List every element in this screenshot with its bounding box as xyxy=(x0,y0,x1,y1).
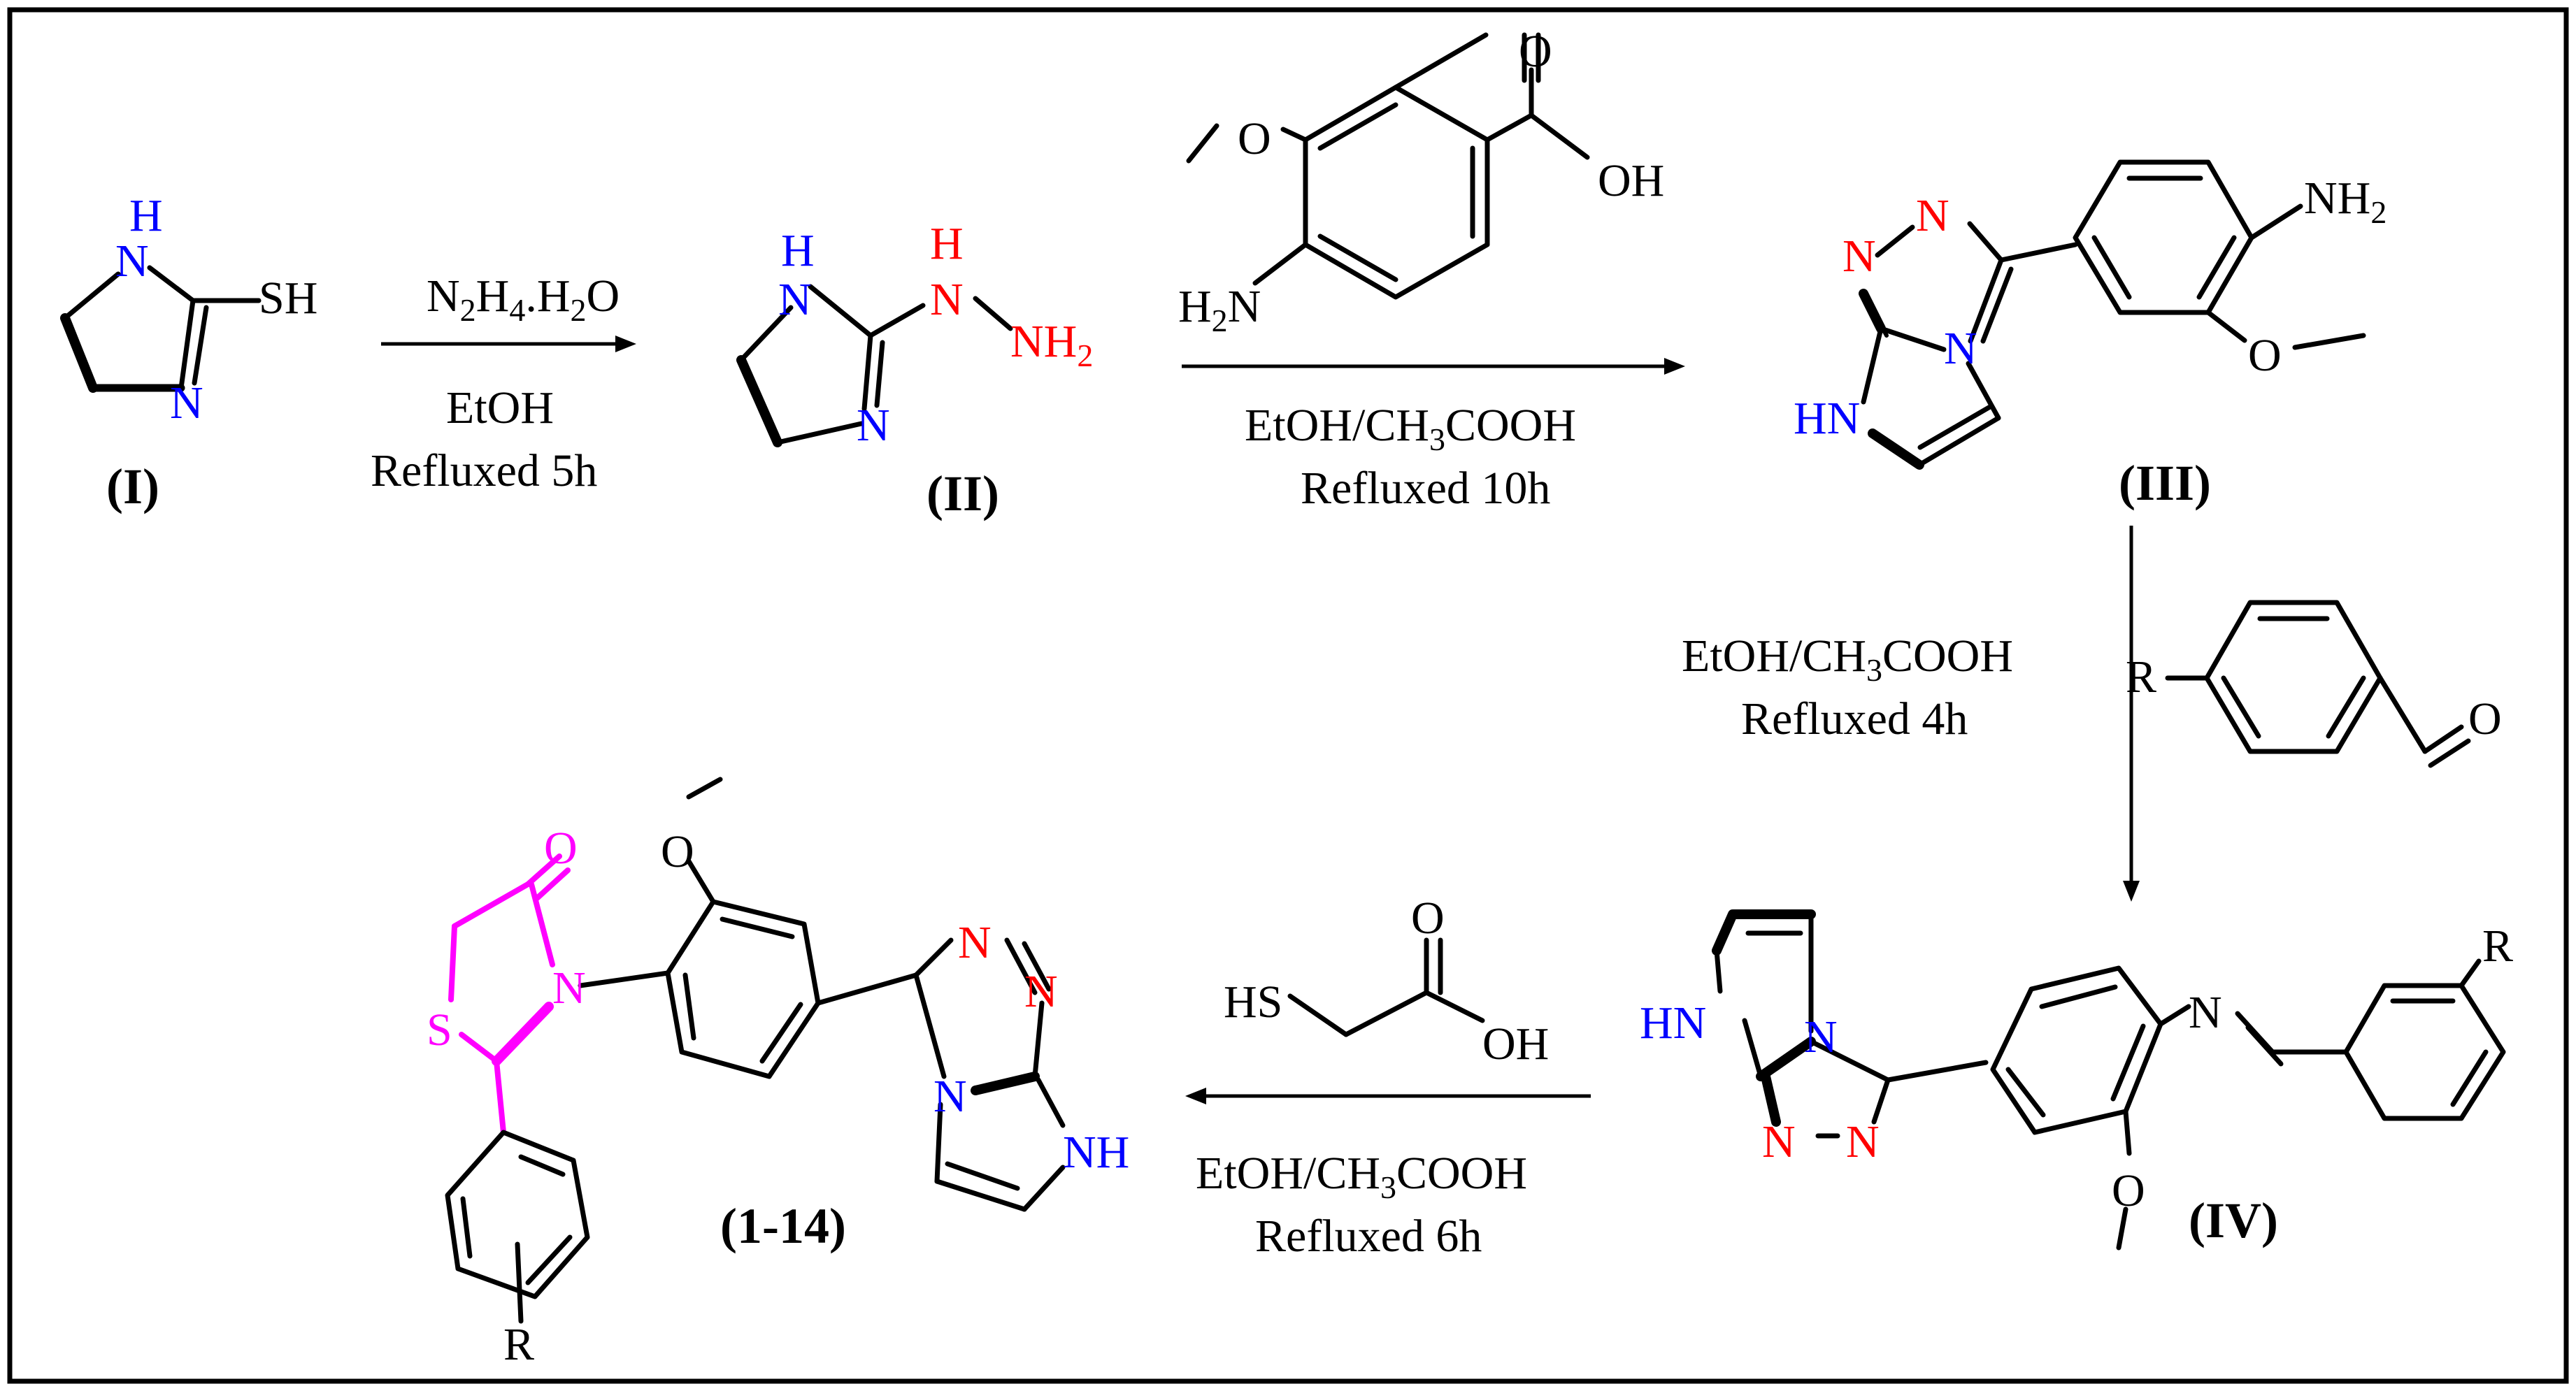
compound-I-label: (I) xyxy=(106,459,159,514)
hydrazine-n: N xyxy=(930,274,964,325)
compound-final: O N S O N N N NH R (1-14) xyxy=(427,777,1129,1370)
triazole-n3: N xyxy=(1944,323,1977,374)
triazole-n1: N xyxy=(1762,1116,1796,1167)
hydrazine-nh2: NH2 xyxy=(1010,316,1093,373)
imidazole-nh: N xyxy=(778,274,812,325)
step3-condition: Refluxed 4h xyxy=(1741,693,1968,744)
methoxy-o: O xyxy=(2248,330,2282,381)
step1-solvent: EtOH xyxy=(446,382,554,433)
imidazole-nh: NH xyxy=(1063,1127,1129,1178)
imidazole-n: N xyxy=(857,400,890,451)
thiol-hs: HS xyxy=(1224,976,1282,1028)
aryl-r: R xyxy=(2482,921,2513,972)
step2: EtOH/CH3COOH Refluxed 10h xyxy=(1182,358,1685,514)
imidazole-hn: HN xyxy=(1794,393,1860,444)
amine-h2n: H2N xyxy=(1178,281,1261,338)
imidazole-nh: N xyxy=(115,236,149,287)
step1-reagent: N2H4.H2O xyxy=(427,271,620,328)
thiazolidinone-s: S xyxy=(427,1004,452,1055)
acid-oh: OH xyxy=(1598,155,1664,206)
step1-arrowhead xyxy=(615,336,636,352)
triazole-n2: N xyxy=(1024,966,1058,1017)
imidazole-nh-h: H xyxy=(129,190,163,241)
thiazolidinone-n: N xyxy=(552,963,586,1014)
step3-arrowhead xyxy=(2123,881,2140,902)
bridge-n: N xyxy=(933,1071,967,1122)
step3: EtOH/CH3COOH Refluxed 4h xyxy=(1682,526,2140,902)
aryl-r: R xyxy=(503,1319,534,1370)
compound-IV-label: (IV) xyxy=(2189,1192,2278,1248)
step3-solvent: EtOH/CH3COOH xyxy=(1682,630,2013,688)
step2-condition: Refluxed 10h xyxy=(1301,463,1550,514)
triazole-n1: N xyxy=(1842,231,1876,282)
carbonyl-o: O xyxy=(544,823,578,874)
thiol-sh: SH xyxy=(259,273,317,324)
step4-solvent: EtOH/CH3COOH xyxy=(1196,1148,1527,1205)
imidazole-hn: HN xyxy=(1640,997,1706,1048)
triazole-n2: N xyxy=(1916,190,1949,241)
step2-solvent: EtOH/CH3COOH xyxy=(1245,400,1576,457)
reagent-benzaldehyde: R O xyxy=(2126,600,2502,768)
step2-arrowhead xyxy=(1664,358,1685,375)
reagent-thioglycolic-acid: HS O OH xyxy=(1224,893,1549,1069)
methoxy-o: O xyxy=(1238,113,1271,164)
triazole-n1: N xyxy=(958,917,992,968)
aldehyde-r: R xyxy=(2126,651,2156,702)
compound-final-label: (1-14) xyxy=(720,1198,846,1254)
step1-condition: Refluxed 5h xyxy=(371,445,597,496)
compound-II: H N N H N NH2 (II) xyxy=(736,218,1093,521)
scheme-frame xyxy=(7,7,2569,1384)
step4-condition: Refluxed 6h xyxy=(1255,1211,1482,1262)
acid-oh: OH xyxy=(1482,1018,1549,1069)
compound-IV: HN N N N N O R (IV) xyxy=(1640,909,2513,1251)
carbonyl-o: O xyxy=(1411,893,1445,944)
amine-nh2: NH2 xyxy=(2304,173,2387,230)
methoxy-o: O xyxy=(661,826,694,877)
imine-n: N xyxy=(2189,987,2222,1038)
compound-III-label: (III) xyxy=(2119,455,2211,511)
triazole-n2: N xyxy=(1846,1116,1880,1167)
step1: N2H4.H2O EtOH Refluxed 5h xyxy=(371,271,636,496)
imidazole-n: N xyxy=(170,377,203,428)
carbonyl-o: O xyxy=(1519,26,1552,77)
compound-I: H N N SH (I) xyxy=(60,190,317,514)
bridge-n: N xyxy=(1804,1011,1838,1062)
hydrazine-h: H xyxy=(930,218,964,269)
compound-III: N N N HN NH2 O (III) xyxy=(1794,159,2387,511)
reagent-amino-methoxybenzoic-acid: O O OH H2N xyxy=(1178,26,1664,338)
compound-II-label: (II) xyxy=(926,466,999,521)
aldehyde-o: O xyxy=(2468,693,2502,744)
imidazole-nh-h: H xyxy=(781,225,815,276)
step4: EtOH/CH3COOH Refluxed 6h xyxy=(1185,1088,1591,1262)
step4-arrowhead xyxy=(1185,1088,1206,1104)
methoxy-o: O xyxy=(2112,1165,2145,1216)
